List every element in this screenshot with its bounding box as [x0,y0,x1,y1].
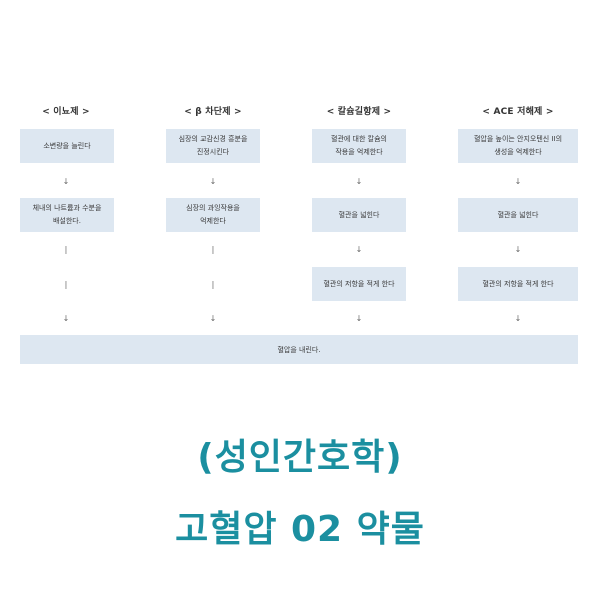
header-calcium-antagonist: < 칼슘길항제 > [326,107,392,117]
diuretic-step-1: 소변량을 늘린다 [20,129,114,163]
ace-inhibitor-step-1: 혈압을 높이는 안지오텐신 II의 생성을 억제한다 [458,129,578,163]
diuretic-arrow-2: ↓ [62,314,70,323]
calcium-antagonist-arrow-3: ↓ [355,314,363,323]
diuretic-arrow-1: ↓ [62,177,70,186]
title-topic: 고혈압 02 약물 [175,509,425,550]
beta-blocker-step-1: 심장의 교감신경 흥분을 진정시킨다 [166,129,260,163]
beta-blocker-step-2: 심장의 과잉작용을 억제한다 [166,198,260,232]
diuretic-step-2: 체내의 나트륨과 수분을 배설한다. [20,198,114,232]
ace-inhibitor-arrow-1: ↓ [514,177,522,186]
ace-inhibitor-step-3: 혈관의 저항을 적게 한다 [458,267,578,301]
header-diuretic: < 이뇨제 > [42,107,90,117]
header-beta-blocker: < β 차단제 > [184,107,242,117]
diuretic-connector-1: | [64,245,68,254]
header-ace-inhibitor: < ACE 저해제 > [482,107,554,117]
calcium-antagonist-step-2: 혈관을 넓힌다 [312,198,406,232]
result-bar: 혈압을 내린다. [20,335,578,364]
beta-blocker-connector-1: | [211,245,215,254]
ace-inhibitor-arrow-3: ↓ [514,314,522,323]
beta-blocker-arrow-1: ↓ [209,177,217,186]
diuretic-connector-2: | [64,280,68,289]
calcium-antagonist-arrow-1: ↓ [355,177,363,186]
ace-inhibitor-arrow-2: ↓ [514,245,522,254]
calcium-antagonist-step-3: 혈관의 저항을 적게 한다 [312,267,406,301]
beta-blocker-connector-2: | [211,280,215,289]
calcium-antagonist-arrow-2: ↓ [355,245,363,254]
ace-inhibitor-step-2: 혈관을 넓힌다 [458,198,578,232]
title-subject: (성인간호학) [197,437,403,478]
calcium-antagonist-step-1: 혈관에 대한 칼슘의 작용을 억제한다 [312,129,406,163]
beta-blocker-arrow-2: ↓ [209,314,217,323]
